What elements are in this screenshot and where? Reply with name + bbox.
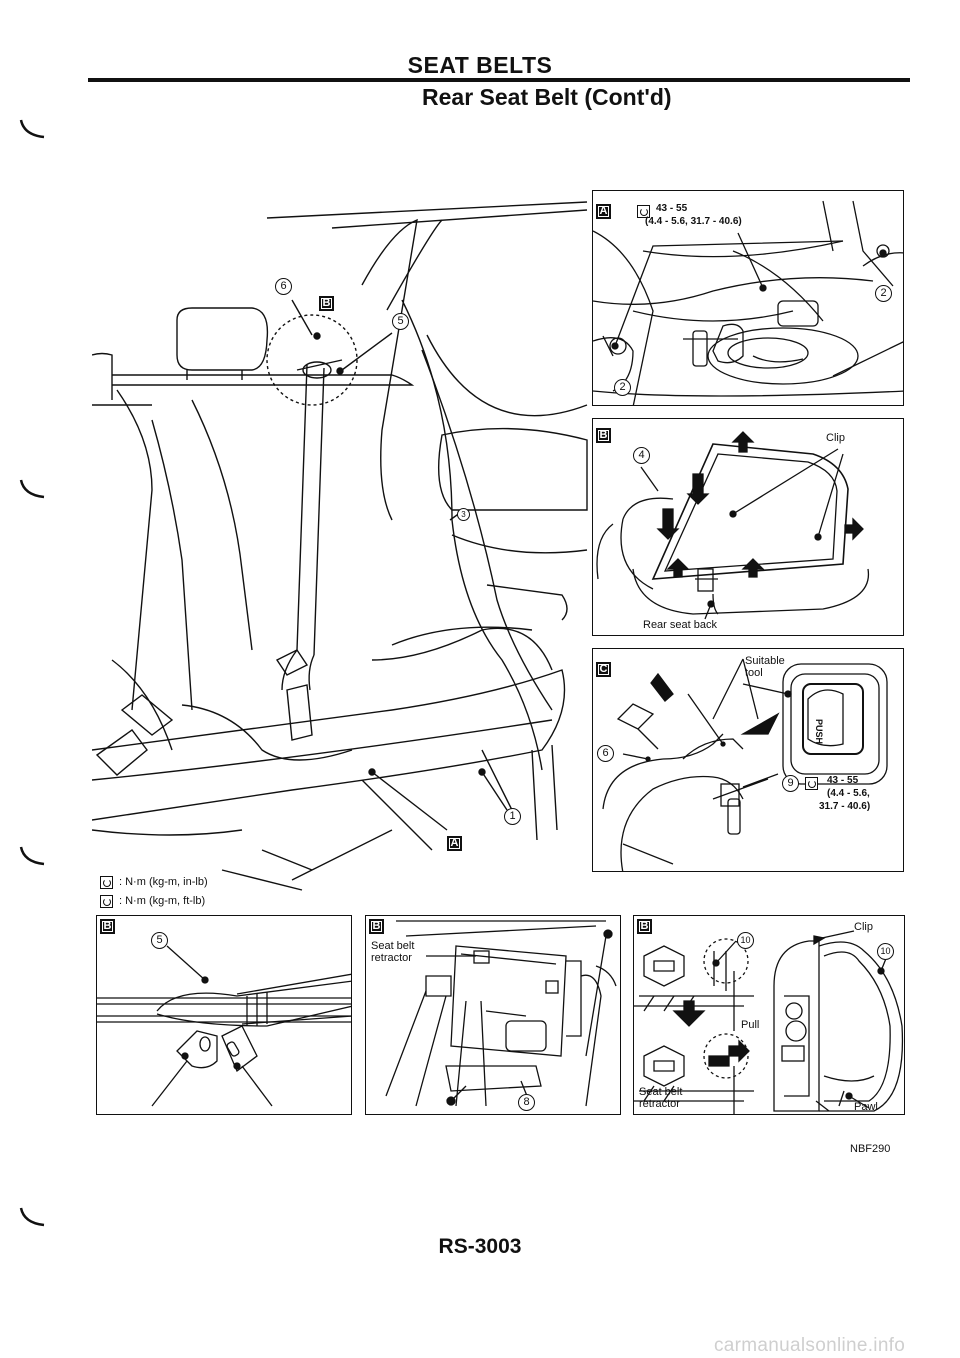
bottom-right-drawing — [634, 930, 904, 1114]
section-subtitle: Rear Seat Belt (Cont'd) — [422, 84, 672, 110]
bottom-right-tag: B — [637, 919, 652, 934]
clip-label-br: Clip — [854, 921, 873, 933]
torque-wrench-icon — [805, 777, 818, 790]
callout-3: 3 — [457, 508, 470, 521]
panel-b-drawing — [596, 431, 870, 620]
pull-label: Pull — [741, 1019, 760, 1031]
section-title: SEAT BELTS — [407, 52, 553, 78]
torque-inlb-icon — [100, 876, 113, 889]
legend-inlb: : N·m (kg-m, in-lb) — [119, 876, 208, 888]
page-number: RS-3003 — [438, 1235, 522, 1258]
view-tag-a: A — [447, 836, 462, 851]
margin-tick-mark — [19, 846, 45, 866]
margin-tick-mark — [19, 1207, 45, 1227]
torque-range: (4.4 - 5.6, 31.7 - 40.6) — [645, 216, 742, 227]
header-rule — [88, 78, 910, 82]
pawl-label: Pawl — [854, 1101, 878, 1113]
bottom-middle-detail: B Seat belt retractor 8 — [365, 915, 621, 1115]
seat-belt-label: Seat belt — [371, 940, 415, 952]
panel-a-tag: A — [596, 204, 611, 219]
retractor-label: retractor — [371, 952, 412, 964]
panel-a-detail: A 43 - 55 (4.4 - 5.6, 31.7 - 40.6) 2 2 — [592, 190, 904, 406]
callout-1: 1 — [504, 808, 521, 825]
callout-6-c: 6 — [597, 745, 614, 762]
callout-9: 9 — [782, 775, 799, 792]
push-label: PUSH — [814, 719, 824, 745]
figure-code: NBF290 — [850, 1143, 891, 1155]
torque-ftlb-icon — [100, 895, 113, 908]
bottom-right-detail: B Clip 10 10 Pull Seat belt retractor Pa… — [633, 915, 905, 1115]
retractor-label-br: retractor — [639, 1098, 680, 1110]
margin-tick-mark — [19, 479, 45, 499]
bottom-left-detail: B 5 — [96, 915, 352, 1115]
callout-2-left: 2 — [614, 379, 631, 396]
callout-5: 5 — [392, 313, 409, 330]
callout-6: 6 — [275, 278, 292, 295]
torque-value-c: 43 - 55 — [827, 775, 859, 786]
rear-seat-illustration: 6 B 5 3 1 A — [91, 190, 592, 895]
torque-wrench-icon — [637, 205, 650, 218]
rear-seat-drawing — [91, 201, 588, 891]
callout-10-right: 10 — [877, 943, 894, 960]
panel-c-detail: C Suitable tool PUSH 6 9 43 - 55 (4.4 - … — [592, 648, 904, 872]
bottom-middle-drawing — [385, 920, 617, 1107]
footer-watermark: carmanualsonline.info — [714, 1335, 906, 1356]
bottom-middle-tag: B — [369, 919, 384, 934]
bottom-left-drawing — [97, 945, 351, 1107]
torque-range-c-2: 31.7 - 40.6) — [819, 801, 871, 812]
margin-tick-mark — [19, 119, 45, 139]
panel-c-drawing — [602, 658, 888, 871]
callout-5-bl: 5 — [151, 932, 168, 949]
rear-seat-back-label: Rear seat back — [643, 619, 717, 631]
callout-10-left: 10 — [737, 932, 754, 949]
suitable-tool-label-line2: tool — [745, 667, 763, 679]
callout-2-right: 2 — [875, 285, 892, 302]
suitable-tool-label-line1: Suitable — [745, 655, 785, 667]
bottom-left-tag: B — [100, 919, 115, 934]
panel-b-detail: B Clip 4 Rear seat back — [592, 418, 904, 636]
clip-label: Clip — [826, 432, 845, 444]
panel-b-tag: B — [596, 428, 611, 443]
panel-a-drawing — [593, 200, 903, 405]
callout-8: 8 — [518, 1094, 535, 1111]
torque-range-c-1: (4.4 - 5.6, — [827, 788, 870, 799]
view-tag-b: B — [319, 296, 334, 311]
torque-value: 43 - 55 — [656, 203, 688, 214]
callout-4: 4 — [633, 447, 650, 464]
panel-c-tag: C — [596, 662, 611, 677]
seat-belt-label-br: Seat belt — [639, 1086, 683, 1098]
legend-ftlb: : N·m (kg-m, ft-lb) — [119, 895, 206, 907]
